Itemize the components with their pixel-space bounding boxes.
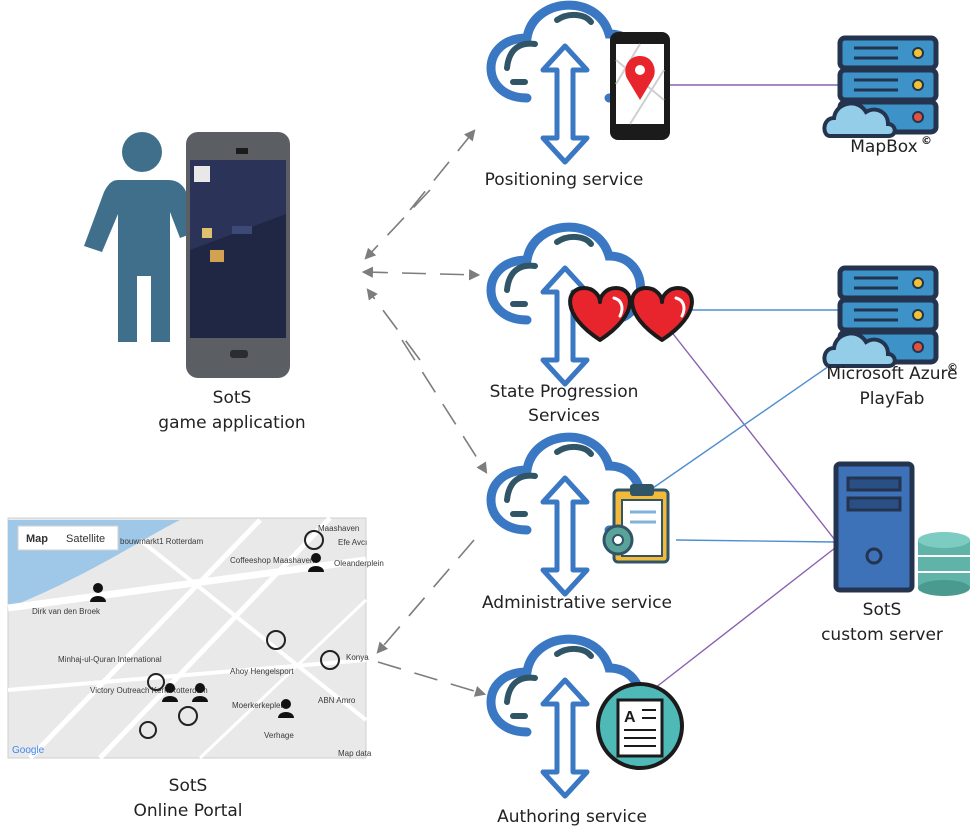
portal-map: Map Satellite Maashaven bouwmarkt1 Rotte…	[7, 516, 384, 760]
arrow-from-administrative	[366, 288, 421, 361]
azure-playfab-provider: Microsoft Azure © PlayFab	[824, 268, 958, 409]
positioning-service: Positioning service	[485, 5, 670, 190]
administrative-label: Administrative service	[482, 593, 672, 613]
player-illustration	[84, 132, 290, 378]
request-arrows	[361, 129, 488, 697]
clock-marker-icon	[178, 706, 198, 726]
mapbox-label: MapBox	[850, 137, 917, 157]
link-admin-azure	[649, 354, 846, 491]
game-app-subtitle: game application	[158, 413, 305, 433]
custom-server-provider: SotS custom server	[821, 461, 970, 645]
azure-label-line1: Microsoft Azure	[826, 364, 957, 384]
tower-server-icon	[833, 461, 915, 593]
arrow-admin-to-portal	[376, 539, 475, 654]
database-icon	[918, 532, 970, 596]
authoring-label: Authoring service	[497, 807, 647, 827]
portal-title: SotS	[169, 776, 208, 796]
smartphone-icon	[186, 132, 290, 378]
state-label-line2: Services	[528, 406, 600, 426]
arrow-from-positioning	[364, 189, 431, 260]
map-place: Oleanderplein	[334, 559, 384, 568]
game-app-title: SotS	[213, 388, 252, 408]
clock-marker-icon	[304, 530, 324, 550]
map-place: Verhage	[264, 731, 294, 740]
authoring-service: A Authoring service	[491, 639, 684, 827]
custom-server-label-line2: custom server	[821, 625, 943, 645]
state-label-line1: State Progression	[490, 382, 639, 402]
svg-text:A: A	[624, 709, 636, 726]
connections	[649, 84, 846, 689]
map-place: Efe Avcı	[338, 538, 367, 547]
crosshair-marker-icon	[147, 673, 165, 691]
map-tab[interactable]: Map	[26, 533, 48, 545]
arrow-to-positioning	[409, 129, 476, 211]
document-edit-icon: A	[596, 682, 684, 770]
positioning-label: Positioning service	[485, 170, 644, 190]
arrow-state-bidirectional	[361, 266, 481, 281]
azure-label-line2: PlayFab	[860, 389, 925, 409]
map-place: Maashaven	[318, 524, 359, 533]
map-place: Konya	[346, 653, 369, 662]
link-state-custom	[669, 329, 836, 541]
crosshair-marker-icon	[139, 721, 157, 739]
person-icon	[84, 132, 196, 342]
azure-copyright-mark: ©	[947, 361, 958, 374]
map-place: Victory Outreach Kerk Rotterdam	[90, 686, 208, 695]
satellite-tab[interactable]: Satellite	[66, 533, 105, 545]
portal-subtitle: Online Portal	[133, 801, 242, 821]
map-place: bouwmarkt1 Rotterdam	[120, 537, 203, 546]
heart-icon	[568, 286, 632, 342]
map-place: Dirk van den Broek	[32, 607, 101, 616]
mapbox-provider: MapBox ©	[824, 38, 936, 157]
server-cloud-icon	[824, 268, 936, 366]
state-progression-service: State Progression Services	[490, 227, 694, 426]
link-authoring-custom	[654, 547, 836, 689]
link-admin-custom	[675, 539, 836, 543]
google-logo: Google	[12, 745, 45, 756]
clock-marker-icon	[320, 650, 340, 670]
map-place: Coffeeshop Maashaven	[230, 556, 314, 565]
phone-map-pin-icon	[610, 32, 670, 140]
custom-server-label-line1: SotS	[863, 600, 902, 620]
clock-marker-icon	[266, 630, 286, 650]
mapbox-copyright-mark: ©	[921, 134, 932, 147]
map-place: Moerkerkeplein	[232, 701, 287, 710]
map-data-label: Map data	[338, 749, 372, 758]
administrative-service: Administrative service	[482, 437, 672, 613]
map-place: ABN Amro	[318, 696, 356, 705]
map-place: Ahoy Hengelsport	[230, 667, 294, 676]
clipboard-gear-icon	[602, 484, 670, 564]
arrow-to-administrative	[401, 339, 488, 474]
arrow-portal-to-authoring	[377, 661, 487, 697]
server-cloud-icon	[824, 38, 936, 136]
map-place: Minhaj-ul-Quran International	[58, 655, 162, 664]
heart-icon	[630, 286, 694, 342]
